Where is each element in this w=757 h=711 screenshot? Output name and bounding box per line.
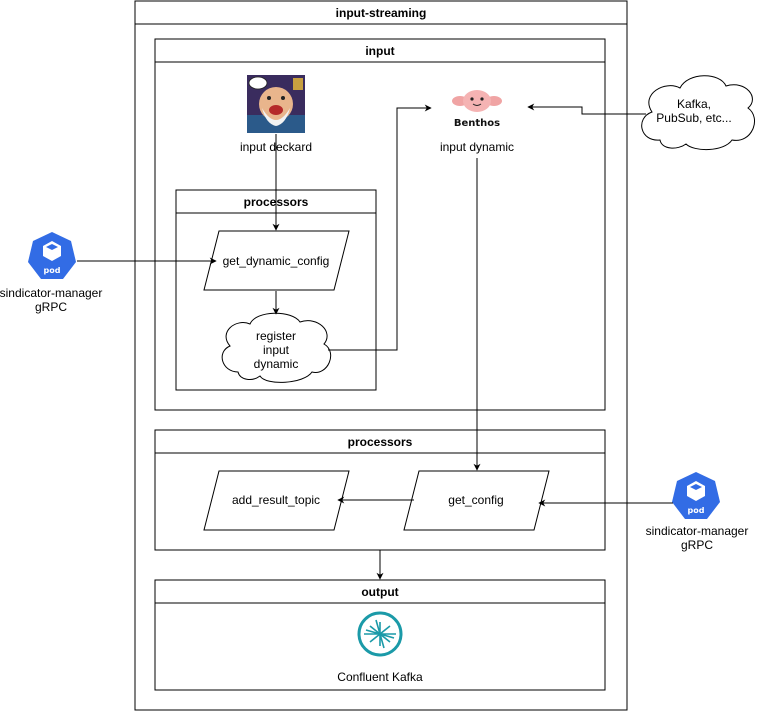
confluent-kafka-node: Confluent Kafka <box>337 611 423 684</box>
deckard-avatar-icon <box>247 75 305 133</box>
get-dynamic-config-label: get_dynamic_config <box>223 254 330 268</box>
kafka-pubsub-line-1: Kafka, <box>677 97 711 111</box>
pod-right-line-2: gRPC <box>681 538 713 552</box>
edge-kafka-to-input-dynamic <box>527 103 646 115</box>
pod-badge: pod <box>688 506 705 515</box>
add-result-topic-label: add_result_topic <box>232 493 320 507</box>
register-line-2: input <box>263 343 290 357</box>
pod-right-node: pod sindicator-manager gRPC <box>646 472 749 552</box>
pod-left-line-2: gRPC <box>35 300 67 314</box>
confluent-kafka-label: Confluent Kafka <box>337 670 423 684</box>
input-dynamic-node: Benthos input dynamic <box>440 90 514 154</box>
container-title: output <box>361 585 398 599</box>
add-result-topic-node: add_result_topic <box>203 470 350 531</box>
pod-left-line-1: sindicator-manager <box>0 286 102 300</box>
kafka-pubsub-cloud: Kafka, PubSub, etc... <box>641 75 756 150</box>
container-title: processors <box>348 435 413 449</box>
register-line-3: dynamic <box>254 357 299 371</box>
edge-register-to-input-dynamic <box>328 104 432 351</box>
benthos-logo-icon <box>452 90 502 112</box>
register-input-dynamic-cloud: register input dynamic <box>221 312 332 383</box>
container-title: input <box>365 44 394 58</box>
edges <box>77 103 673 580</box>
get-config-label: get_config <box>448 493 503 507</box>
pod-right-line-1: sindicator-manager <box>646 524 749 538</box>
benthos-logo-text: Benthos <box>454 118 500 129</box>
kubernetes-pod-icon: pod <box>672 472 720 519</box>
get-dynamic-config-node: get_dynamic_config <box>203 230 350 291</box>
confluent-logo-icon <box>357 611 403 657</box>
pod-left-node: pod sindicator-manager gRPC <box>0 232 102 314</box>
input-dynamic-label: input dynamic <box>440 140 514 154</box>
container-title: input-streaming <box>336 6 427 20</box>
kubernetes-pod-icon: pod <box>28 232 76 279</box>
pod-badge: pod <box>44 266 61 275</box>
register-line-1: register <box>256 329 296 343</box>
kafka-pubsub-line-2: PubSub, etc... <box>656 111 731 125</box>
get-config-node: get_config <box>403 470 550 531</box>
